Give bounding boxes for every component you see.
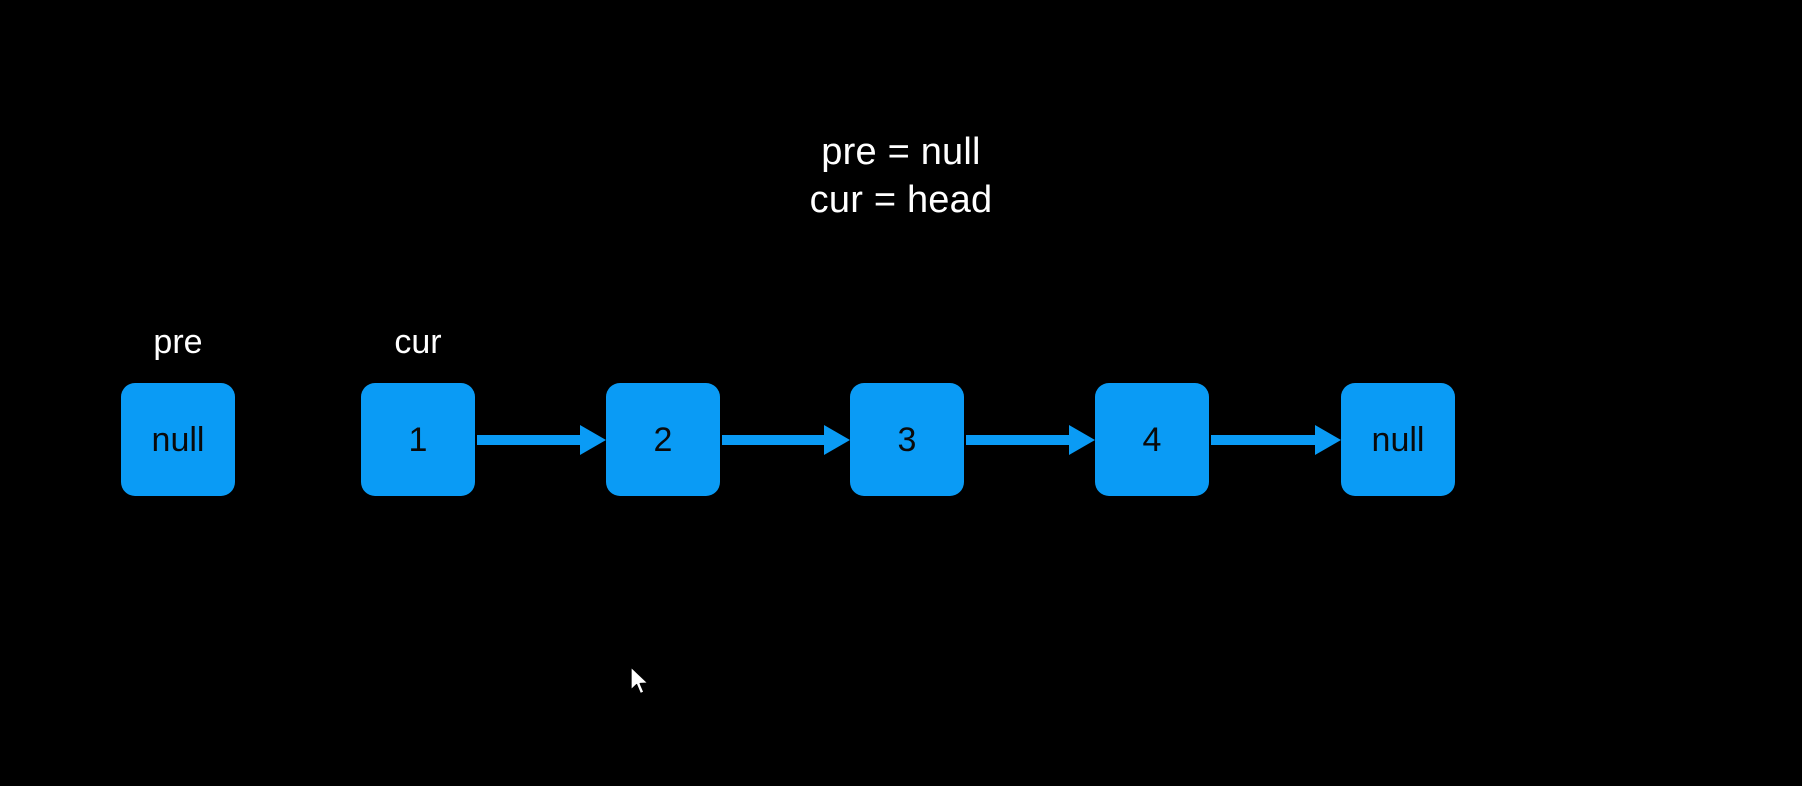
arrow-head-icon: [1069, 425, 1095, 455]
list-node-value: 1: [408, 420, 428, 459]
arrow-shaft: [477, 435, 582, 445]
list-node-value: null: [1371, 420, 1425, 459]
list-node-pre-null: null: [121, 383, 235, 496]
list-node-value: 3: [897, 420, 917, 459]
arrow-shaft: [1211, 435, 1317, 445]
arrow-shaft: [966, 435, 1071, 445]
pointer-label-cur: cur: [394, 323, 442, 361]
list-node-value: null: [151, 420, 205, 459]
list-node-node-2: 2: [606, 383, 720, 496]
arrow-shaft: [722, 435, 826, 445]
list-node-value: 4: [1142, 420, 1162, 459]
list-node-node-3: 3: [850, 383, 964, 496]
arrow-head-icon: [580, 425, 606, 455]
list-node-node-1: 1: [361, 383, 475, 496]
arrow-head-icon: [824, 425, 850, 455]
list-node-tail-null: null: [1341, 383, 1455, 496]
pointer-label-pre: pre: [153, 323, 203, 361]
list-node-value: 2: [653, 420, 673, 459]
arrow-head-icon: [1315, 425, 1341, 455]
list-node-node-4: 4: [1095, 383, 1209, 496]
